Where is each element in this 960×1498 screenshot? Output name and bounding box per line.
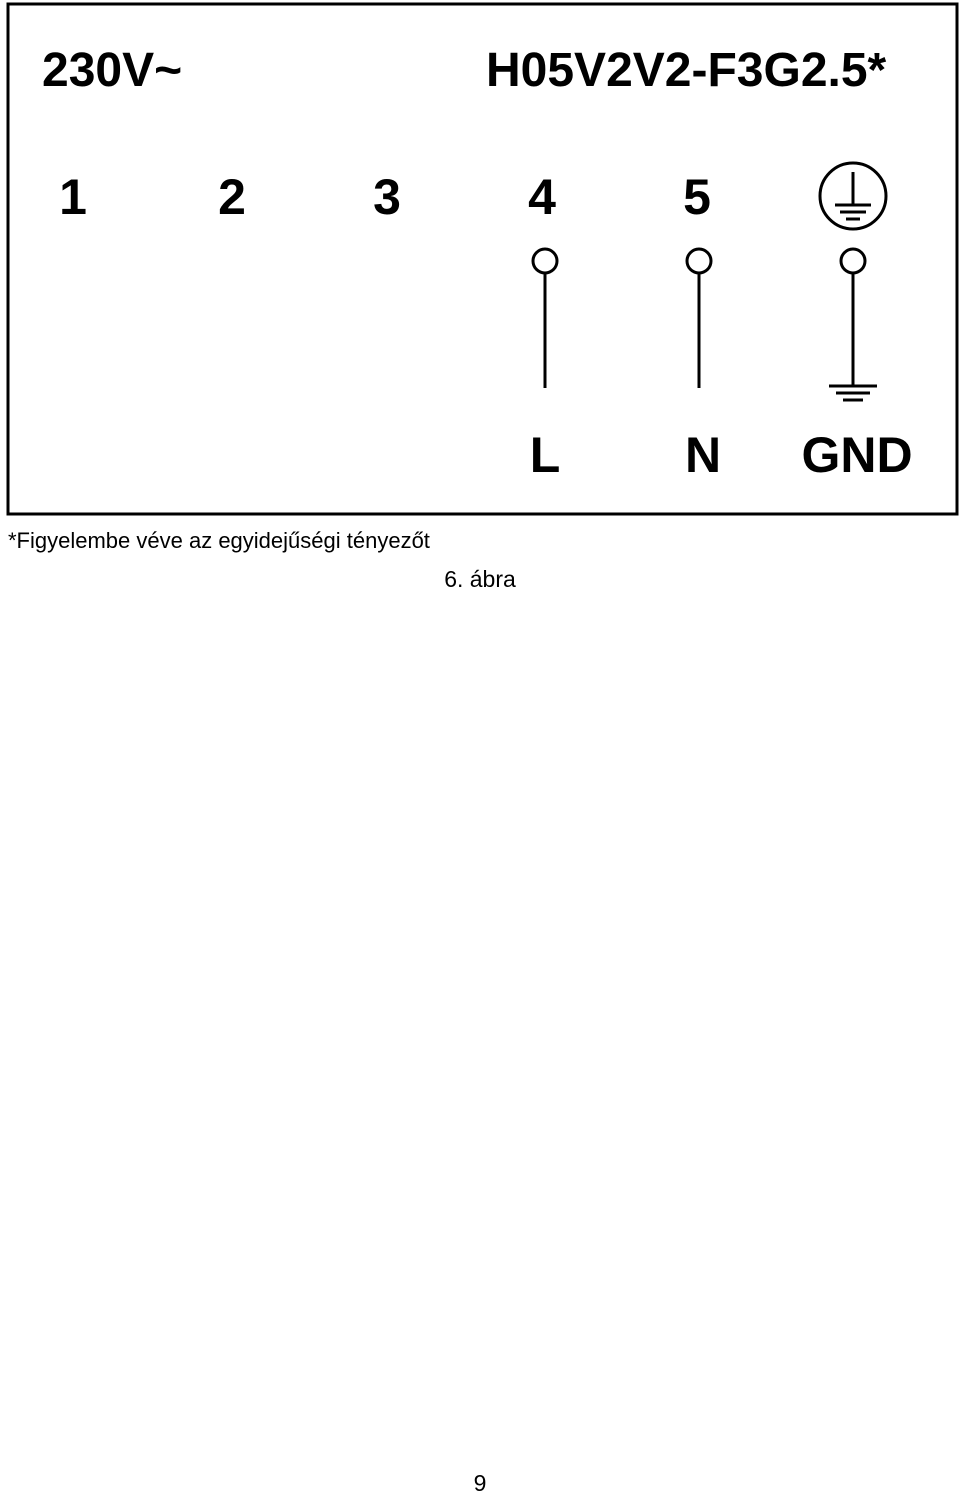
voltage-label: 230V~ (42, 44, 182, 97)
terminal-number-1: 1 (59, 169, 87, 225)
page-number: 9 (473, 1470, 487, 1496)
earth-symbol-icon (818, 161, 888, 231)
terminal-4-connector (531, 247, 559, 388)
terminal-earth-connector (829, 247, 877, 402)
terminal-label-gnd: GND (801, 427, 912, 483)
terminal-number-2: 2 (218, 169, 246, 225)
figure-caption: 6. ábra (0, 566, 960, 593)
terminal-label-n: N (685, 427, 721, 483)
footnote: *Figyelembe véve az egyidejűségi tényező… (8, 528, 430, 553)
terminal-number-5: 5 (683, 169, 711, 225)
terminal-5-connector (685, 247, 713, 388)
cable-spec-label: H05V2V2-F3G2.5* (486, 44, 887, 97)
figure-caption-text: 6. ábra (444, 566, 516, 592)
terminal-label-l: L (530, 427, 561, 483)
terminal-number-4: 4 (528, 169, 556, 225)
wiring-diagram: 230V~ H05V2V2-F3G2.5* 1 2 3 4 5 L N GND (6, 2, 959, 516)
terminal-number-3: 3 (373, 169, 401, 225)
diagram-frame (6, 2, 959, 516)
